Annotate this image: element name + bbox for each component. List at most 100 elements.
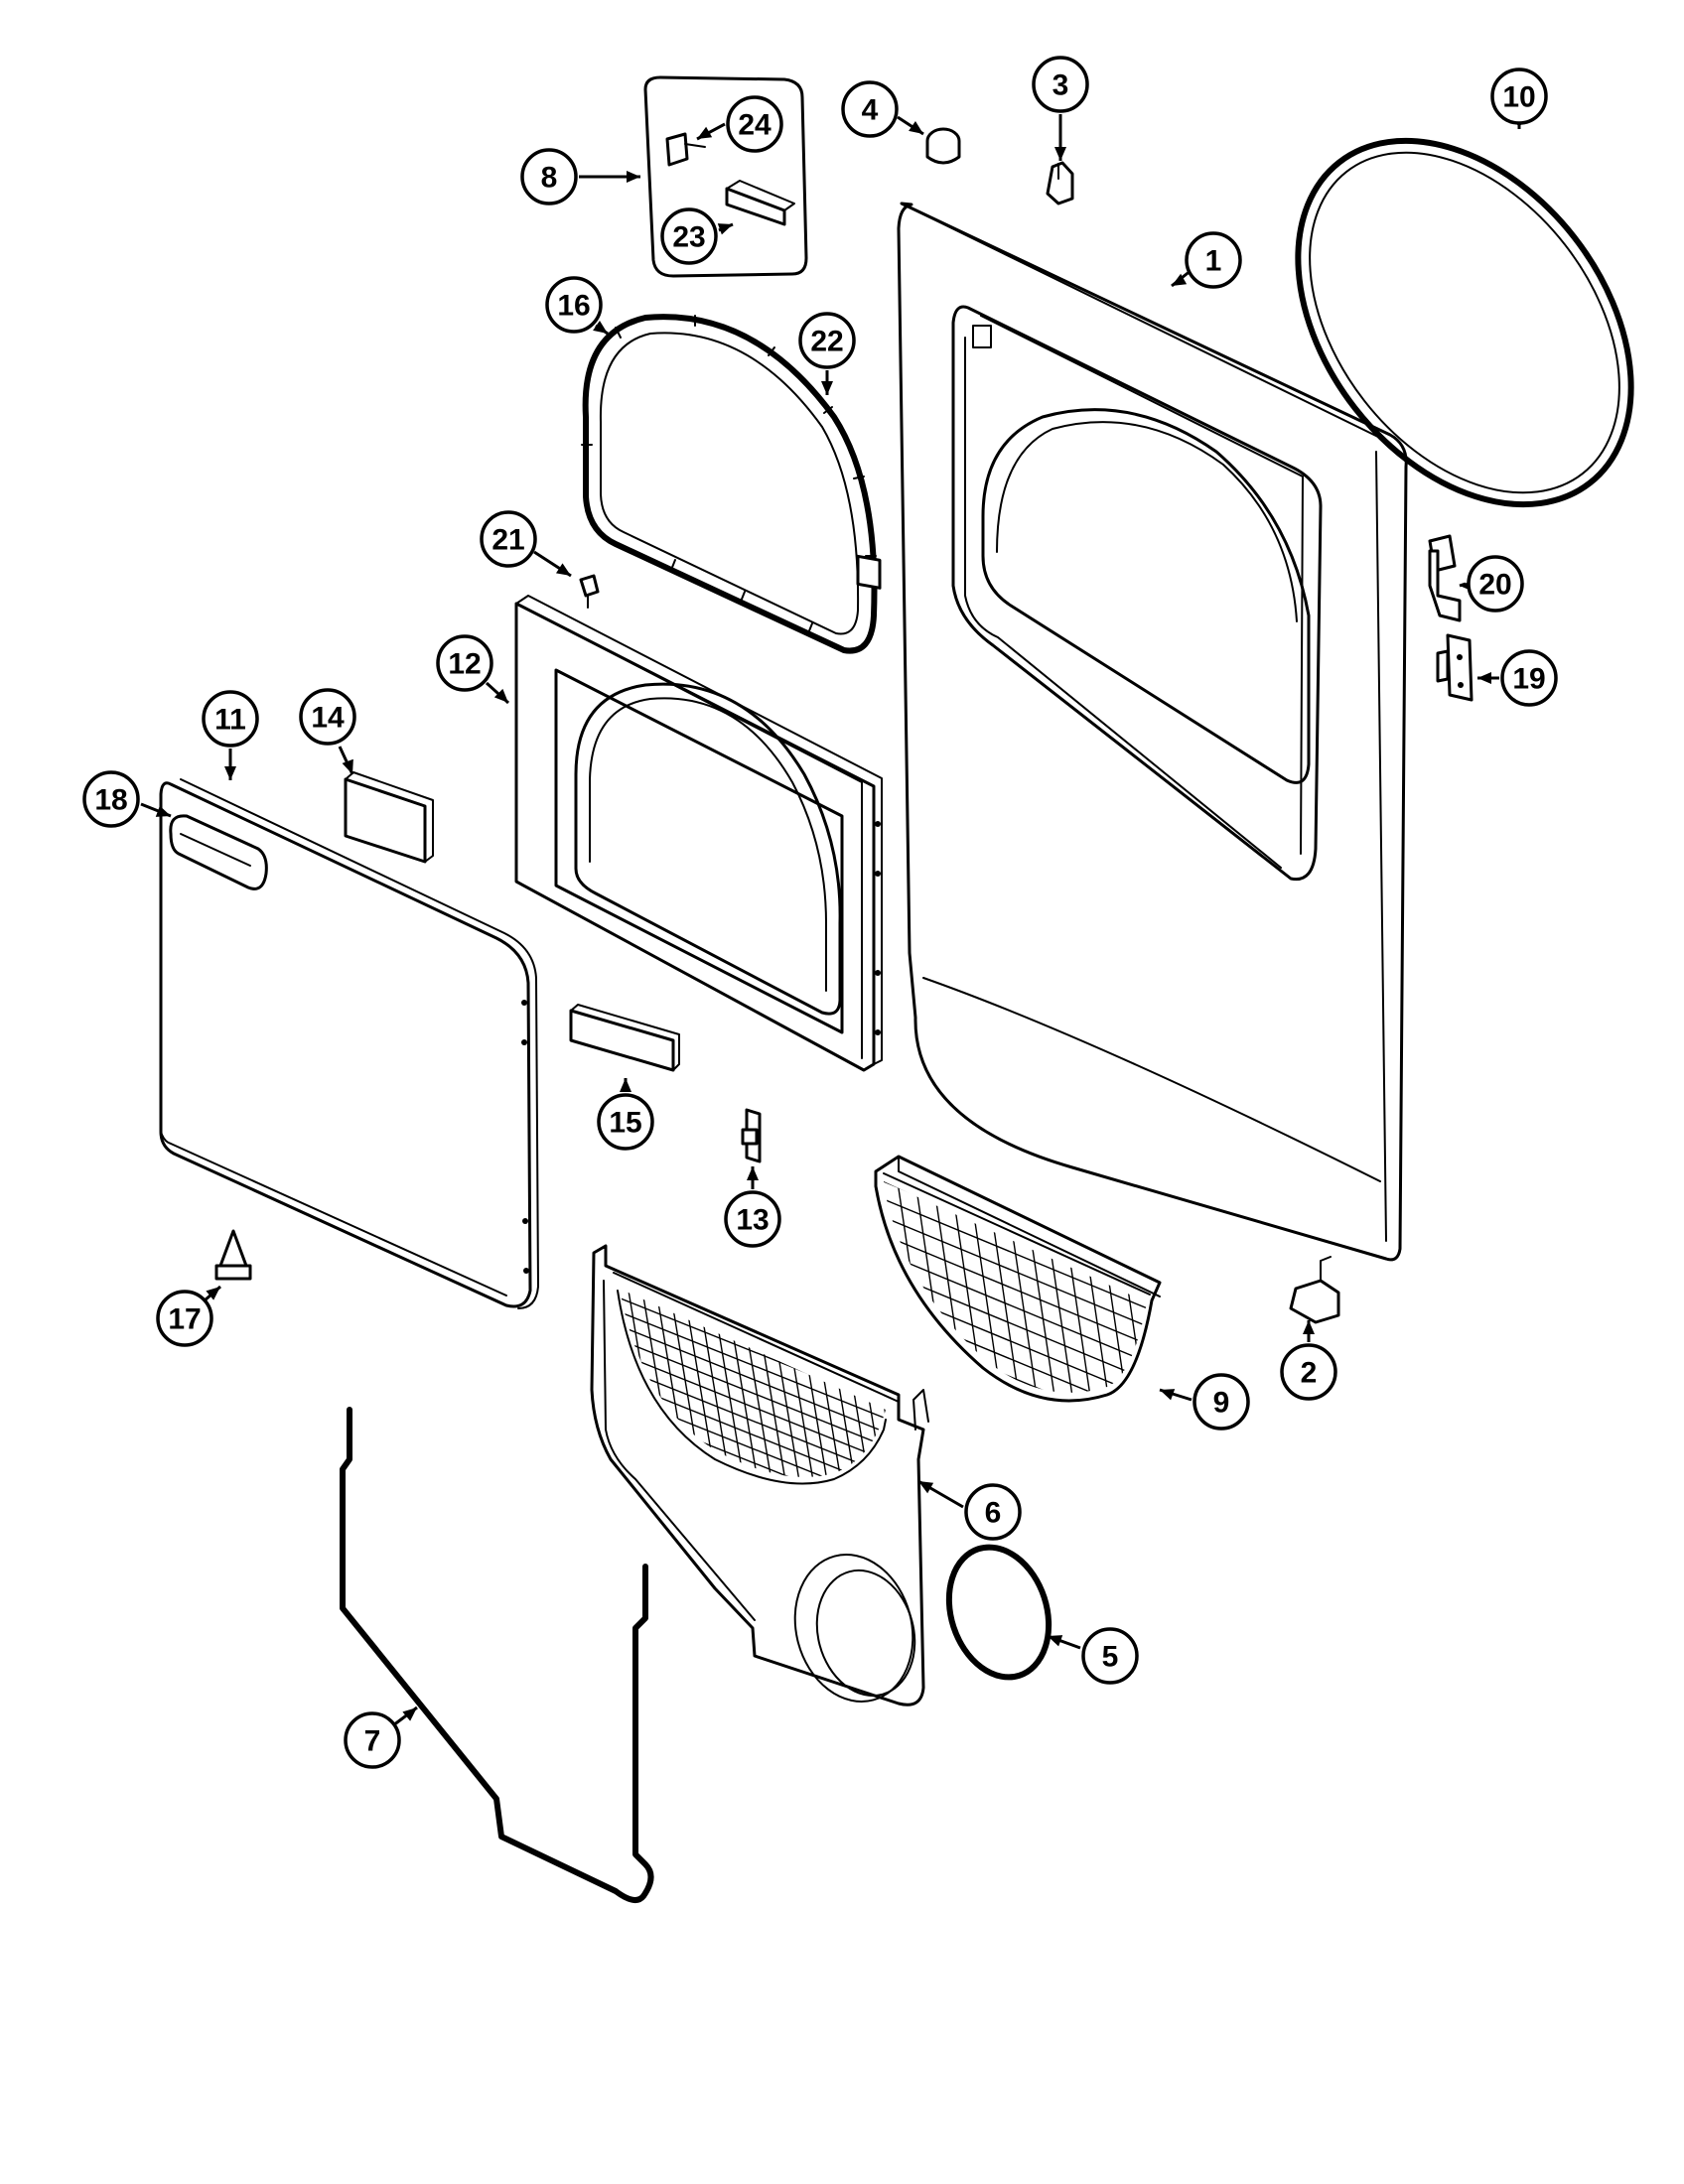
callout-number: 1 (1205, 245, 1222, 278)
callout-2: 2 (1280, 1320, 1337, 1401)
callout-11: 11 (202, 690, 259, 780)
lint-screen-part (874, 1155, 1162, 1403)
callout-arrowhead (593, 321, 608, 334)
callout-circle (1185, 231, 1242, 289)
callout-number: 5 (1102, 1641, 1119, 1674)
callout-circle (1467, 555, 1524, 613)
callout-circle (156, 1290, 213, 1347)
callout-arrowhead (627, 171, 640, 183)
door-catch-part (856, 554, 882, 590)
callout-10: 10 (1490, 68, 1548, 129)
callout-3: 3 (1032, 56, 1089, 161)
callout-number: 24 (738, 109, 772, 142)
callout-9: 9 (1159, 1373, 1250, 1431)
callout-22: 22 (798, 312, 856, 395)
callout-circle (1490, 68, 1548, 125)
callout-4: 4 (841, 80, 924, 138)
door-outer-panel-part (159, 778, 539, 1309)
callout-arrowhead (918, 1481, 934, 1494)
callout-number: 9 (1213, 1387, 1230, 1420)
hinge-upper-part (1428, 534, 1462, 622)
callout-circle (724, 1190, 781, 1248)
callout-arrowhead (206, 1287, 220, 1300)
hinge-lower-part (1436, 633, 1474, 702)
callout-arrowhead (717, 223, 733, 235)
callout-number: 7 (364, 1725, 381, 1758)
bracket-lower-part (1289, 1256, 1340, 1324)
front-panel-part (897, 202, 1408, 1262)
callout-number: 12 (448, 648, 481, 681)
door-strip-part (569, 1004, 680, 1072)
callout-arrowhead (697, 126, 713, 139)
callout-arrowhead (747, 1166, 759, 1180)
callout-circle (597, 1093, 654, 1151)
door-bumper-part (214, 1229, 252, 1281)
callout-arrowhead (555, 563, 571, 576)
callout-17: 17 (156, 1285, 221, 1347)
callout-circle (1032, 56, 1089, 113)
plug-part (925, 127, 961, 165)
callout-number: 16 (557, 290, 590, 323)
callout-number: 3 (1052, 69, 1069, 102)
callout-circle (1193, 1373, 1250, 1431)
callout-20: 20 (1459, 555, 1524, 613)
callout-arrowhead (909, 121, 923, 134)
duct-seal-ring-part (945, 1544, 1052, 1681)
callout-circle (1081, 1627, 1139, 1685)
callout-18: 18 (82, 770, 172, 828)
callout-19: 19 (1477, 649, 1558, 707)
callout-number: 14 (311, 702, 345, 735)
window-gasket-part (581, 314, 878, 654)
callout-arrowhead (1303, 1320, 1315, 1334)
door-seal-ring-part (1295, 137, 1634, 508)
callout-number: 17 (168, 1303, 201, 1336)
callout-12: 12 (436, 634, 510, 705)
handle-part (169, 814, 268, 890)
top-clip-part (1046, 161, 1074, 205)
callout-circle (436, 634, 493, 692)
callout-23: 23 (660, 207, 734, 265)
insulation-pad-part (344, 771, 434, 864)
callout-number: 13 (736, 1204, 769, 1237)
callout-number: 22 (810, 326, 843, 358)
callout-arrowhead (620, 1078, 632, 1092)
callout-15: 15 (597, 1078, 654, 1151)
callout-arrowhead (342, 758, 353, 774)
callout-arrowhead (1160, 1389, 1176, 1401)
callout-circle (1280, 1343, 1337, 1401)
callout-number: 15 (609, 1107, 641, 1140)
callout-number: 23 (672, 221, 705, 254)
callout-arrowhead (402, 1707, 417, 1721)
callout-number: 2 (1301, 1357, 1318, 1390)
callout-circle (545, 276, 603, 334)
callout-24: 24 (696, 95, 783, 153)
callout-circle (726, 95, 783, 153)
callout-circle (660, 207, 718, 265)
callout-13: 13 (724, 1166, 781, 1248)
callout-21: 21 (480, 510, 572, 578)
callout-circle (964, 1483, 1022, 1541)
callout-arrowhead (821, 381, 833, 395)
callout-7: 7 (344, 1706, 418, 1769)
callout-circle (299, 688, 356, 746)
kit-box (643, 75, 808, 278)
callout-16: 16 (545, 276, 609, 336)
callout-circle (344, 1711, 401, 1769)
callout-14: 14 (299, 688, 356, 775)
door-latch-part (741, 1108, 762, 1163)
door-inner-frame-part (514, 595, 883, 1072)
callout-6: 6 (917, 1479, 1022, 1541)
callout-circle (841, 80, 899, 138)
spring-clip-part (579, 574, 600, 609)
callout-number: 18 (94, 784, 127, 817)
callout-circle (82, 770, 140, 828)
callout-number: 19 (1512, 663, 1545, 696)
callout-circle (480, 510, 537, 568)
callout-number: 10 (1502, 81, 1535, 114)
callout-circle (202, 690, 259, 748)
callout-arrowhead (224, 766, 236, 780)
callout-arrowhead (493, 688, 508, 703)
lint-duct-part (590, 1244, 929, 1706)
callout-number: 6 (985, 1497, 1002, 1530)
